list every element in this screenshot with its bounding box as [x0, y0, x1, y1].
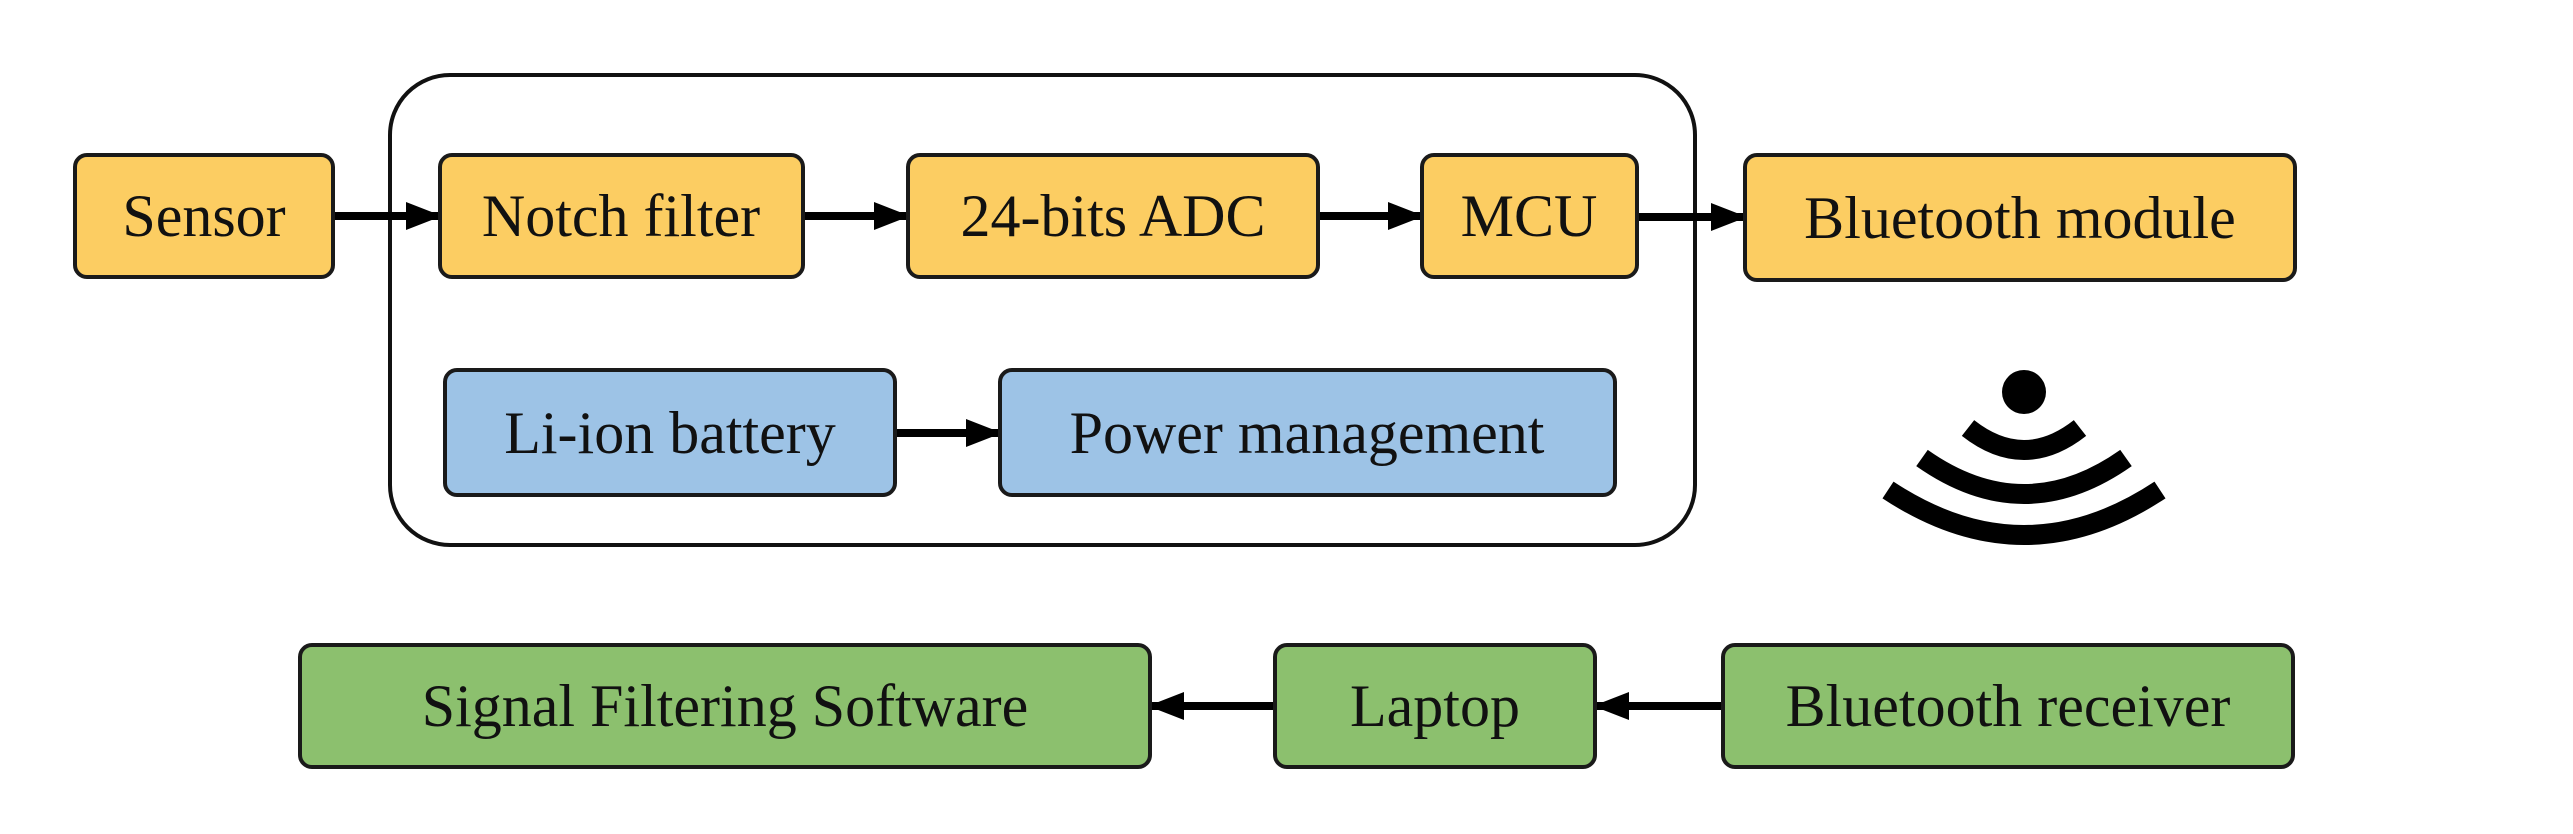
sensor-label: Sensor	[122, 183, 285, 249]
wireless-signal-arc-middle	[1916, 449, 2132, 504]
notch-filter-label: Notch filter	[482, 183, 760, 249]
power-management-box	[998, 368, 1617, 497]
notch-filter-block: Notch filter	[438, 153, 805, 279]
battery-box	[443, 368, 897, 497]
laptop-label: Laptop	[1350, 673, 1520, 739]
laptop-block: Laptop	[1273, 643, 1597, 769]
power-management-label: Power management	[1070, 400, 1545, 466]
adc-block: 24-bits ADC	[906, 153, 1320, 279]
device-enclosure	[388, 73, 1697, 547]
software-block: Signal Filtering Software	[298, 643, 1152, 769]
battery-block: Li-ion battery	[443, 368, 897, 497]
notch-filter-box	[438, 153, 805, 279]
sensor-box	[73, 153, 335, 279]
battery-label: Li-ion battery	[504, 400, 836, 466]
mcu-label: MCU	[1461, 183, 1598, 249]
bluetooth-module-box	[1743, 153, 2297, 282]
software-label: Signal Filtering Software	[422, 673, 1029, 739]
bluetooth-receiver-label: Bluetooth receiver	[1786, 673, 2231, 739]
sensor-block: Sensor	[73, 153, 335, 279]
wireless-signal-icon	[1882, 370, 2166, 545]
bluetooth-module-block: Bluetooth module	[1743, 153, 2297, 282]
adc-label: 24-bits ADC	[960, 183, 1265, 249]
wireless-signal-dot	[2002, 370, 2046, 414]
bluetooth-module-label: Bluetooth module	[1804, 185, 2236, 251]
mcu-box	[1420, 153, 1639, 279]
connector-group	[333, 202, 1747, 720]
power-management-block: Power management	[998, 368, 1617, 497]
wireless-signal-arc-inner	[1961, 419, 2087, 460]
software-box	[298, 643, 1152, 769]
bluetooth-receiver-box	[1721, 643, 2295, 769]
mcu-block: MCU	[1420, 153, 1639, 279]
adc-box	[906, 153, 1320, 279]
wireless-signal-arc-outer	[1882, 481, 2166, 545]
laptop-box	[1273, 643, 1597, 769]
bluetooth-receiver-block: Bluetooth receiver	[1721, 643, 2295, 769]
